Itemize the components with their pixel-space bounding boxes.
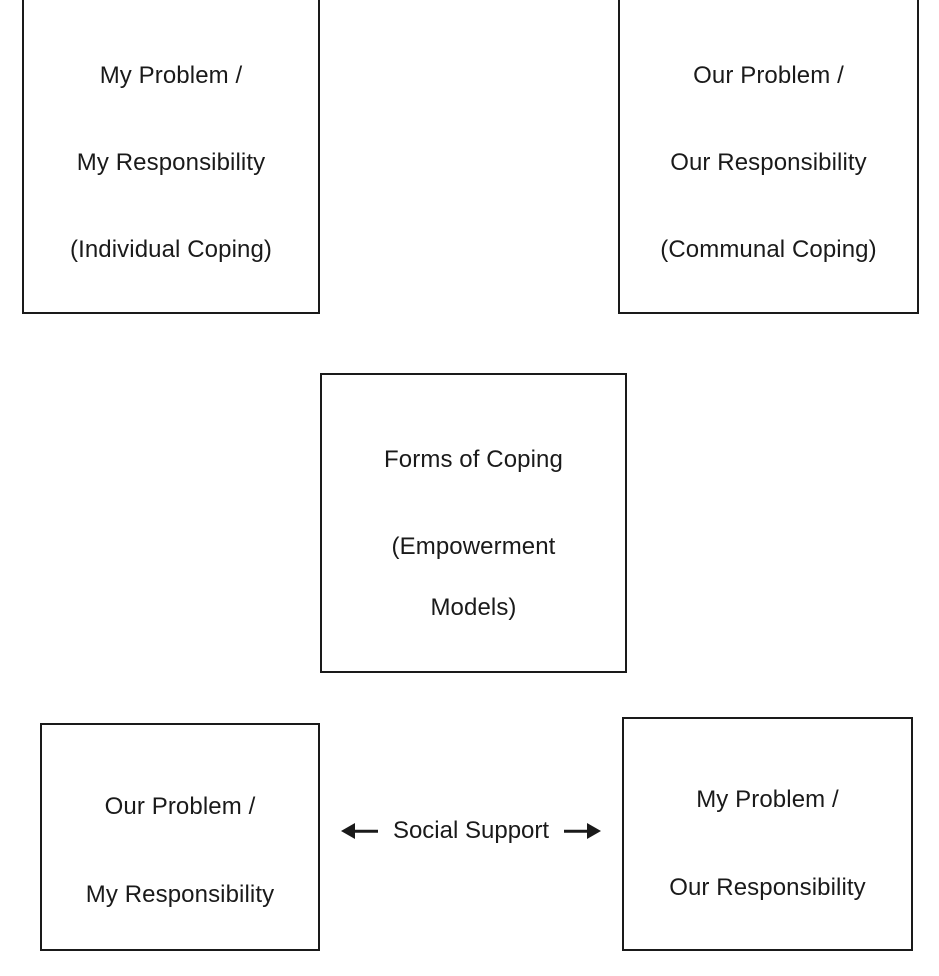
connector-social-support: Social Support bbox=[320, 808, 622, 854]
node-line: My Problem / bbox=[99, 62, 243, 89]
node-line: (Individual Coping) bbox=[69, 236, 272, 263]
connector-label: Social Support bbox=[392, 817, 550, 844]
node-individual-coping: My Problem / My Responsibility (Individu… bbox=[22, 0, 320, 314]
node-line: Our Problem / bbox=[104, 793, 256, 820]
arrow-left-icon bbox=[340, 819, 379, 843]
arrow-right-icon bbox=[563, 819, 602, 843]
node-line: Our Responsibility bbox=[669, 874, 866, 901]
node-line: Our Problem / bbox=[693, 62, 844, 89]
node-line: Our Responsibility bbox=[670, 149, 867, 176]
node-our-problem-my-responsibility: Our Problem / My Responsibility bbox=[40, 723, 320, 951]
node-my-problem-our-responsibility: My Problem / Our Responsibility bbox=[622, 717, 913, 951]
node-line: My Problem / bbox=[696, 786, 839, 813]
node-forms-of-coping: Forms of Coping (Empowerment Models) bbox=[320, 373, 627, 673]
node-line: (Communal Coping) bbox=[660, 236, 877, 263]
node-line: (Empowerment bbox=[391, 533, 556, 560]
node-line: Models) bbox=[430, 594, 517, 621]
node-line: My Responsibility bbox=[85, 881, 275, 908]
node-communal-coping: Our Problem / Our Responsibility (Commun… bbox=[618, 0, 919, 314]
node-line: My Responsibility bbox=[76, 149, 266, 176]
node-line: Forms of Coping bbox=[384, 446, 563, 473]
